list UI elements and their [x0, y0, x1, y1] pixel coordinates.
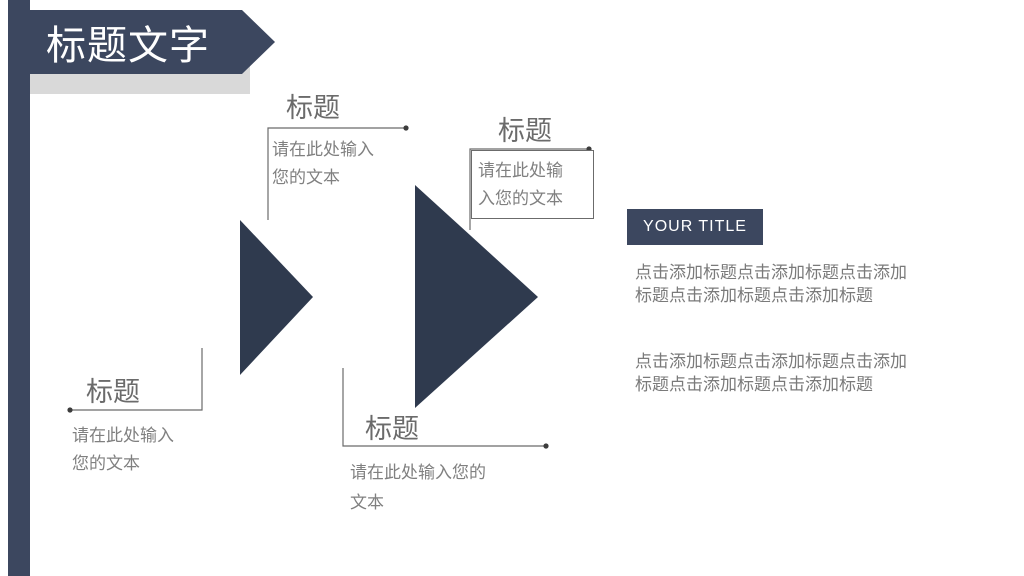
block-2-text-line1: 请在此处输 [478, 161, 563, 181]
block-3-text: 请在此处输入 您的文本 [72, 422, 174, 478]
right-paragraph-1: 点击添加标题点击添加标题点击添加 标题点击添加标题点击添加标题 [635, 262, 955, 308]
title-banner [10, 10, 275, 74]
block-1-text: 请在此处输入 您的文本 [272, 136, 374, 192]
block-4-text-line2: 文本 [350, 493, 384, 513]
connector-dot-1 [403, 125, 409, 131]
connector-line-1 [267, 127, 406, 220]
block-2-title: 标题 [498, 116, 552, 147]
block-3-text-line2: 您的文本 [72, 454, 140, 474]
your-title-tag: YOUR TITLE [627, 209, 763, 245]
right-paragraph-1-line1: 点击添加标题点击添加标题点击添加 [635, 263, 907, 283]
connector-line-3 [70, 348, 203, 411]
block-4-text: 请在此处输入您的 文本 [350, 458, 486, 518]
block-1-text-line2: 您的文本 [272, 168, 340, 188]
right-paragraph-1-line2: 标题点击添加标题点击添加标题 [635, 286, 873, 306]
block-1-title: 标题 [286, 93, 340, 124]
block-4-text-line1: 请在此处输入您的 [350, 463, 486, 483]
block-1-text-line1: 请在此处输入 [272, 140, 374, 160]
right-paragraph-2-line1: 点击添加标题点击添加标题点击添加 [635, 352, 907, 372]
connector-dot-4 [543, 443, 549, 449]
arrow-small-icon [240, 220, 313, 375]
left-accent-bar [8, 0, 30, 576]
block-4-title: 标题 [365, 414, 419, 445]
block-3-text-line1: 请在此处输入 [72, 426, 174, 446]
connector-line-4 [342, 368, 546, 447]
page-title: 标题文字 [46, 23, 210, 69]
right-paragraph-2: 点击添加标题点击添加标题点击添加 标题点击添加标题点击添加标题 [635, 351, 955, 397]
right-paragraph-2-line2: 标题点击添加标题点击添加标题 [635, 375, 873, 395]
block-3-title: 标题 [86, 377, 140, 408]
arrow-large-icon [415, 185, 538, 408]
connector-line-2 [469, 148, 589, 230]
block-2-textbox: 请在此处输 入您的文本 [471, 150, 594, 219]
connector-dot-3 [67, 407, 73, 413]
block-2-text-line2: 入您的文本 [478, 189, 563, 209]
